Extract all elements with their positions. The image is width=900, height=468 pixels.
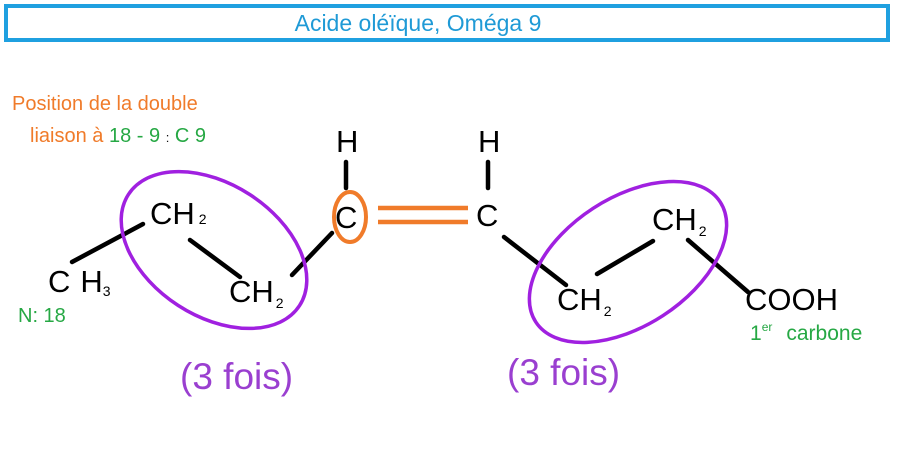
c9-highlight-circle [332,190,368,244]
annotation-num-9: 9 [149,125,161,147]
atom-ch3-sub: 3 [102,283,111,299]
atom-c9: C [335,200,358,235]
repeat-label-right: (3 fois) [507,352,621,393]
double-bond-annotation-line2: liaison à 18 - 9 : C 9 [30,125,206,148]
annotation-num-18: 18 [108,125,132,147]
page-title: Acide oléïque, Oméga 9 [294,10,542,36]
atom-cooh: COOH [745,282,838,317]
atom-ch2-d-sub: 2 [698,223,707,239]
bond-c10-ch2c [501,234,569,288]
bond-ch3-ch2a [69,221,146,265]
bond-ch2a-ch2b [187,237,243,280]
bond-ch2b-c9 [289,230,335,278]
atom-c10: C [476,198,499,233]
repeat-ellipse-right [527,179,729,345]
atom-ch2-a-sub: 2 [198,211,207,227]
first-carbon-text: carbone [786,322,863,345]
bond-ch2d-cooh [685,237,751,295]
atom-ch2-b-sub: 2 [275,295,284,311]
double-bond-annotation-line1: Position de la double [12,93,198,115]
atom-ch2-c-ch: CH [557,282,602,317]
annotation-carbon-9: C 9 [174,125,206,147]
annotation-dash: - [136,125,144,147]
atom-ch2-d-ch: CH [652,202,697,237]
atom-ch2-b-ch: CH [229,274,274,309]
annotation-prefix: liaison à [30,125,104,147]
atom-ch2-c-sub: 2 [603,303,612,319]
atom-ch2-a-ch: CH [150,196,195,231]
repeat-ellipse-left [119,169,309,331]
atom-ch3-c: C [48,264,71,299]
bond-ch2c-ch2d [594,238,656,277]
repeat-label-left: (3 fois) [180,356,294,397]
atom-h10: H [478,124,501,159]
first-carbon-num: 1 [750,322,762,345]
atom-ch3-h: H [80,264,103,299]
title-box: Acide oléïque, Oméga 9 [4,4,890,42]
first-carbon-sup: er [761,320,773,334]
first-carbon-label: 1er carbone [750,320,863,346]
annotation-separator: : [165,130,170,145]
atom-h9: H [336,124,359,159]
carbon-count-label: N: 18 [18,305,66,327]
